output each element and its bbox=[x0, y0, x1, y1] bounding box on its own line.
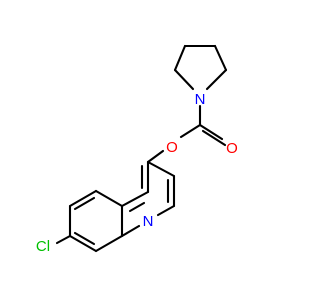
bond bbox=[201, 129, 227, 147]
bond bbox=[120, 224, 141, 238]
structure-drawing: N O O Cl N bbox=[36, 44, 238, 255]
atom-label-o2: O bbox=[166, 139, 178, 156]
atom-label-n2: N bbox=[143, 213, 154, 230]
atom-label-cl1: Cl bbox=[36, 238, 50, 255]
bond bbox=[73, 196, 96, 211]
molecule-canvas: N O O Cl N bbox=[36, 44, 238, 255]
bond bbox=[156, 204, 176, 217]
bond bbox=[173, 44, 187, 72]
bond bbox=[68, 189, 98, 208]
bond bbox=[94, 234, 124, 253]
bond bbox=[73, 231, 96, 246]
bond bbox=[68, 234, 98, 253]
bond bbox=[173, 68, 195, 91]
atom-label-o1: O bbox=[226, 140, 238, 157]
bond bbox=[94, 189, 124, 208]
bond bbox=[55, 234, 72, 245]
bond bbox=[205, 68, 228, 91]
bond-lines bbox=[55, 44, 228, 253]
bond bbox=[128, 201, 146, 213]
bond bbox=[213, 44, 228, 72]
atom-label-n1: N bbox=[195, 91, 206, 108]
bond bbox=[120, 190, 150, 208]
bond bbox=[198, 123, 224, 141]
bond bbox=[146, 149, 165, 164]
bond bbox=[179, 123, 202, 139]
bond bbox=[146, 160, 176, 178]
atom-labels: N O O Cl N bbox=[36, 91, 238, 255]
